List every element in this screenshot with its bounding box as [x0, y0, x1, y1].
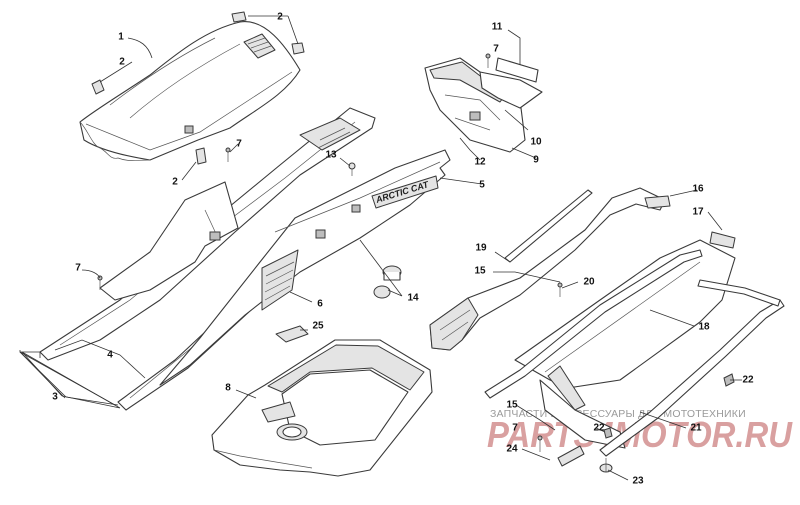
part-20-screw	[557, 282, 563, 297]
callout-8: 8	[225, 383, 231, 394]
callout-11: 11	[492, 22, 503, 33]
part-15-bumper-upper	[429, 187, 666, 351]
callout-7: 7	[493, 44, 499, 55]
callout-9: 9	[533, 155, 539, 166]
part-9-bracket-assembly	[424, 57, 543, 153]
callout-1: 1	[118, 32, 124, 43]
part-13-fastener	[348, 162, 356, 176]
callout-15: 15	[474, 266, 486, 277]
callout-21: 21	[690, 423, 702, 434]
callout-17: 17	[692, 207, 704, 218]
callout-14: 14	[407, 293, 419, 304]
callout-22: 22	[742, 375, 754, 386]
callout-16: 16	[692, 184, 704, 195]
callout-7: 7	[236, 139, 242, 150]
callout-25: 25	[312, 321, 324, 332]
part-5-side-panel: ARCTIC CAT	[159, 149, 451, 386]
callout-22: 22	[593, 423, 605, 434]
part-17-decal	[709, 231, 736, 249]
callout-10: 10	[530, 137, 542, 148]
part-8-tray	[211, 339, 433, 477]
callout-19: 19	[475, 243, 487, 254]
callout-7: 7	[512, 423, 518, 434]
part-21-rail	[484, 249, 785, 457]
callout-2: 2	[172, 177, 178, 188]
part-1-cover	[79, 21, 301, 161]
callout-4: 4	[107, 350, 113, 361]
part-7-screws	[97, 53, 543, 452]
part-24-bracket	[557, 445, 585, 467]
callouts: 1 2 2 2 3 4 5 6 7 7 7 7 8 9 10 11 12 13 …	[52, 12, 754, 487]
callout-18: 18	[698, 322, 710, 333]
part-19-strip	[504, 189, 593, 263]
part-16-decal	[644, 195, 671, 209]
callout-20: 20	[583, 277, 595, 288]
callout-5: 5	[479, 180, 485, 191]
callout-6: 6	[317, 299, 323, 310]
callout-24: 24	[506, 444, 518, 455]
part-14-knob	[373, 265, 402, 299]
callout-12: 12	[474, 157, 486, 168]
part-6-vent	[261, 249, 299, 311]
leader-lines	[19, 15, 742, 481]
callout-23: 23	[632, 476, 644, 487]
callout-15: 15	[506, 400, 518, 411]
part-23-bolt	[599, 458, 613, 473]
callout-2: 2	[119, 57, 125, 68]
callout-3: 3	[52, 392, 58, 403]
callout-2: 2	[277, 12, 283, 23]
part-22-screws	[603, 373, 735, 439]
callout-7: 7	[75, 263, 81, 274]
part-2-clips	[91, 11, 305, 165]
callout-13: 13	[325, 150, 337, 161]
part-25-plate	[275, 325, 309, 343]
